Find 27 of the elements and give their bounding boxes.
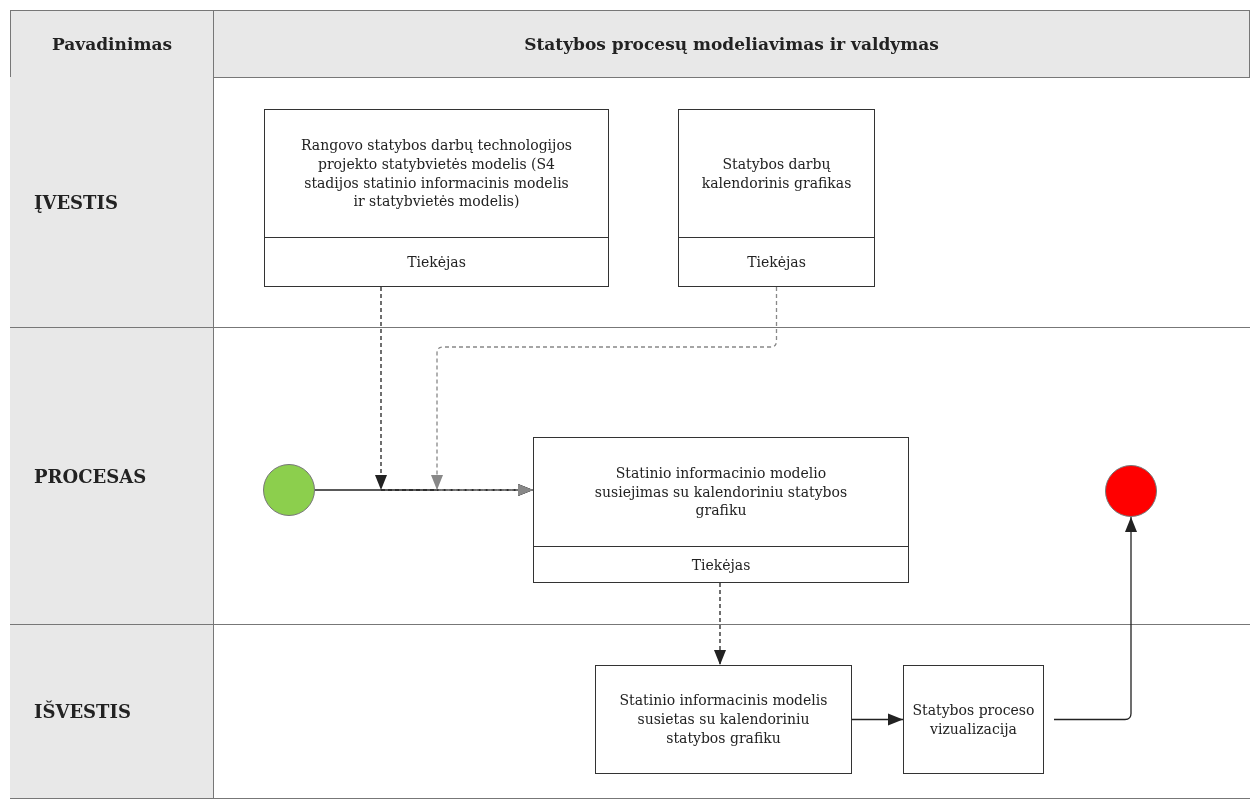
box-text: Statybos proceso vizualizacija [912, 700, 1035, 739]
process-box [678, 109, 875, 287]
column-header: Statybos procesų modeliavimas ir valdymas [213, 10, 1250, 78]
box-text: Statinio informacinio modelio susiejimas su kalendoriniu statybos grafiku [593, 463, 849, 521]
box-text: Rangovo statybos darbų technologijos projekto statybvietės modelis (S4 stadijos statinio informacinis modelis ir statybvietės modelis) [299, 135, 574, 212]
lane-header: PROCESAS [10, 328, 214, 624]
role-label: Tiekėjas [265, 237, 608, 286]
swimlane [10, 328, 1250, 625]
process-box [903, 665, 1044, 774]
role-label: Tiekėjas [534, 546, 908, 582]
process-box [264, 109, 609, 287]
swimlane [10, 625, 1250, 799]
lane-header: ĮVESTIS [10, 77, 214, 327]
process-box [595, 665, 852, 774]
arrow [1053, 516, 1137, 721]
arrow [714, 582, 726, 666]
end-event-circle [1105, 465, 1157, 517]
role-label: Tiekėjas [679, 237, 874, 286]
arrow [431, 286, 778, 496]
process-box [533, 437, 909, 583]
lane-header: IŠVESTIS [10, 625, 214, 798]
arrow [851, 713, 904, 726]
swimlane [10, 77, 1250, 328]
box-text: Statinio informacinis modelis susietas su kalendoriniu statybos grafiku [618, 691, 829, 748]
column-header: Pavadinimas [10, 10, 214, 78]
box-text: Statybos darbų kalendorinis grafikas [701, 154, 852, 193]
start-event-circle [263, 464, 315, 516]
